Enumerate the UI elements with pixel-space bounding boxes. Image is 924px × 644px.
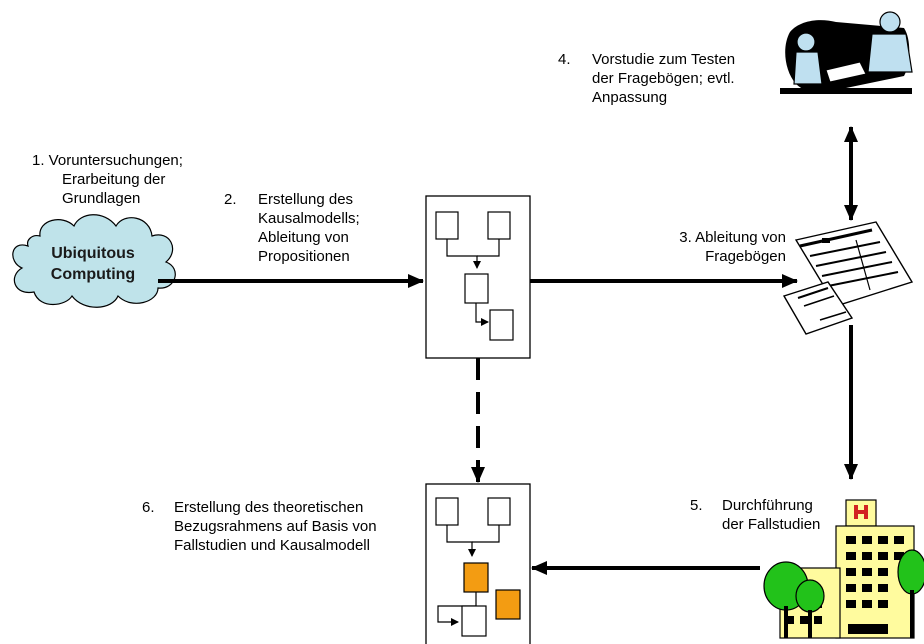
highlight-box-2 — [495, 589, 521, 620]
step6-number: 6. — [142, 499, 155, 516]
questionnaire-icon — [782, 221, 914, 335]
step5-label: Durchführung der Fallstudien — [722, 496, 820, 534]
step6-line3: Fallstudien und Kausalmodell — [174, 537, 370, 554]
step6-label: Erstellung des theoretischen Bezugsrahme… — [174, 498, 377, 555]
step1-line2: Erarbeitung der — [62, 171, 166, 188]
step6-line1: Erstellung des theoretischen — [174, 499, 364, 516]
cloud-label: Ubiquitous Computing — [28, 243, 158, 285]
cloud-label-line2: Computing — [50, 266, 136, 283]
step4-line3: Anpassung — [592, 89, 668, 106]
step2-line2: Kausalmodells; — [258, 210, 360, 227]
causal-model-box — [425, 195, 531, 359]
step5-line2: der Fallstudien — [722, 516, 821, 533]
step2-line1: Erstellung des — [258, 191, 354, 208]
step3-label: 3. Ableitung von Fragebögen — [626, 228, 786, 266]
step1-label: 1. Voruntersuchungen; Erarbeitung der Gr… — [32, 151, 183, 208]
step4-label: Vorstudie zum Testen der Fragebögen; evt… — [592, 50, 735, 107]
cloud-label-line1: Ubiquitous — [51, 245, 135, 262]
step2-line4: Propositionen — [258, 248, 350, 265]
hospital-icon — [763, 499, 924, 639]
step4-line2: der Fragebögen; evtl. — [592, 70, 735, 87]
step1-line1: 1. Voruntersuchungen; — [32, 152, 183, 169]
step2-line3: Ableitung von — [258, 229, 349, 246]
ubiquitous-computing-cloud — [12, 214, 176, 308]
step4-number: 4. — [558, 51, 571, 68]
step2-label: Erstellung des Kausalmodells; Ableitung … — [258, 190, 360, 266]
interview-icon — [780, 11, 913, 94]
highlight-box-1 — [463, 562, 489, 593]
step3-line2: Fragebögen — [705, 248, 786, 265]
step4-line1: Vorstudie zum Testen — [592, 51, 736, 68]
step5-number: 5. — [690, 497, 703, 514]
step2-number: 2. — [224, 191, 237, 208]
step3-line1: 3. Ableitung von — [679, 229, 786, 246]
step5-line1: Durchführung — [722, 497, 813, 514]
framework-box — [425, 483, 531, 644]
step1-line3: Grundlagen — [62, 190, 141, 207]
step6-line2: Bezugsrahmens auf Basis von — [174, 518, 377, 535]
